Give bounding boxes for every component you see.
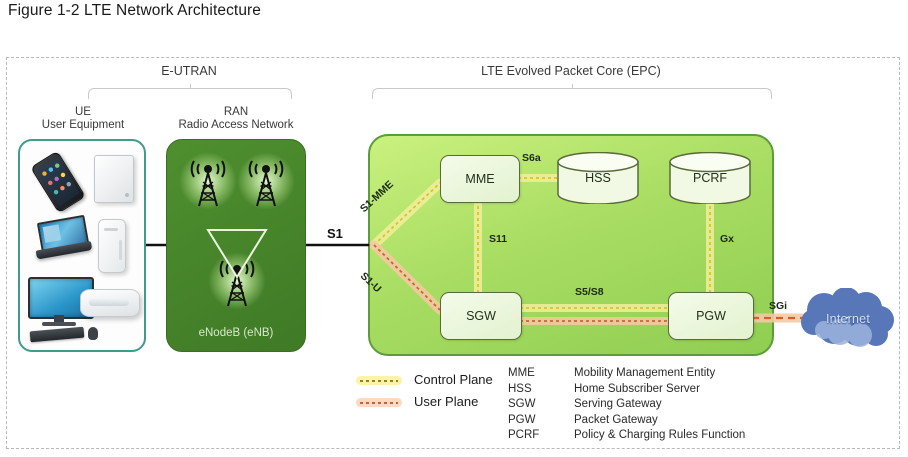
monitor-stand — [54, 315, 64, 323]
iflabel-gx: Gx — [720, 233, 735, 245]
control-plane-label: Control Plane — [414, 372, 493, 387]
iflabel-sgi: SGi — [769, 300, 788, 312]
legend-item-user-plane: User Plane — [356, 392, 566, 414]
node-pgw: PGW — [668, 292, 754, 340]
abbr-key: SGW — [508, 398, 536, 410]
modem-device-icon — [94, 155, 134, 203]
smartphone-icon — [30, 150, 86, 214]
control-plane-swatch-icon — [356, 376, 402, 385]
abbr-value: Packet Gateway — [574, 413, 658, 426]
node-mme: MME — [440, 155, 520, 203]
iflabel-s6a: S6a — [522, 152, 541, 164]
ue-box — [18, 139, 146, 352]
node-pcrf-label: PCRF — [692, 171, 728, 185]
bracket-epc — [372, 84, 772, 99]
enodeb-tower-icon-2 — [237, 152, 295, 210]
abbreviation-row: PCRF Policy & Charging Rules Function — [508, 428, 745, 444]
abbreviation-row: MME Mobility Management Entity — [508, 366, 745, 382]
internet-cloud: Internet — [800, 288, 896, 350]
ue-abbr: UE — [75, 106, 91, 118]
enodeb-tower-icon-3 — [208, 252, 266, 310]
iflabel-s5-s8: S5/S8 — [575, 286, 604, 298]
node-sgw: SGW — [440, 292, 522, 340]
abbr-value: Home Subscriber Server — [574, 382, 700, 395]
abbr-key: PGW — [508, 413, 536, 426]
abbr-key: PCRF — [508, 429, 540, 441]
abbreviation-list: MME Mobility Management Entity HSS Home … — [508, 366, 745, 444]
group-title-eutran: E-UTRAN — [161, 64, 217, 78]
abbreviation-row: SGW Serving Gateway — [508, 397, 745, 413]
figure-title: Figure 1-2 LTE Network Architecture — [8, 2, 262, 19]
ue-full: User Equipment — [41, 119, 125, 131]
abbreviation-row: HSS Home Subscriber Server — [508, 382, 745, 398]
ran-box: eNodeB (eNB) — [166, 139, 306, 352]
bracket-eutran — [88, 84, 292, 99]
ran-abbr: RAN — [223, 106, 249, 118]
abbr-key: MME — [508, 367, 535, 379]
group-title-epc: LTE Evolved Packet Core (EPC) — [481, 64, 661, 78]
internet-label: Internet — [826, 312, 870, 326]
node-hss-label: HSS — [585, 171, 611, 185]
abbr-key: HSS — [508, 382, 532, 395]
node-hss: HSS — [556, 152, 640, 204]
router-device-icon — [98, 219, 126, 273]
abbr-value: Mobility Management Entity — [574, 367, 716, 379]
ue-caption: UE User Equipment — [22, 106, 144, 132]
mouse-icon — [88, 327, 98, 340]
laptop-icon — [31, 214, 93, 263]
ran-caption: RAN Radio Access Network — [166, 106, 306, 132]
legend: Control Plane User Plane — [356, 370, 566, 414]
abbr-value: Policy & Charging Rules Function — [574, 429, 746, 441]
ran-full: Radio Access Network — [178, 119, 294, 131]
access-point-icon — [80, 289, 140, 317]
node-pcrf: PCRF — [668, 152, 752, 204]
user-plane-swatch-icon — [356, 398, 402, 407]
enodeb-tower-icon-1 — [179, 152, 237, 210]
user-plane-label: User Plane — [414, 394, 479, 409]
abbreviation-row: PGW Packet Gateway — [508, 413, 745, 429]
iflabel-s11: S11 — [489, 233, 508, 245]
abbr-value: Serving Gateway — [574, 398, 662, 410]
iflabel-s1: S1 — [327, 226, 343, 241]
monitor-foot — [42, 322, 76, 326]
enodeb-label: eNodeB (eNB) — [198, 327, 274, 339]
legend-item-control-plane: Control Plane — [356, 370, 566, 392]
